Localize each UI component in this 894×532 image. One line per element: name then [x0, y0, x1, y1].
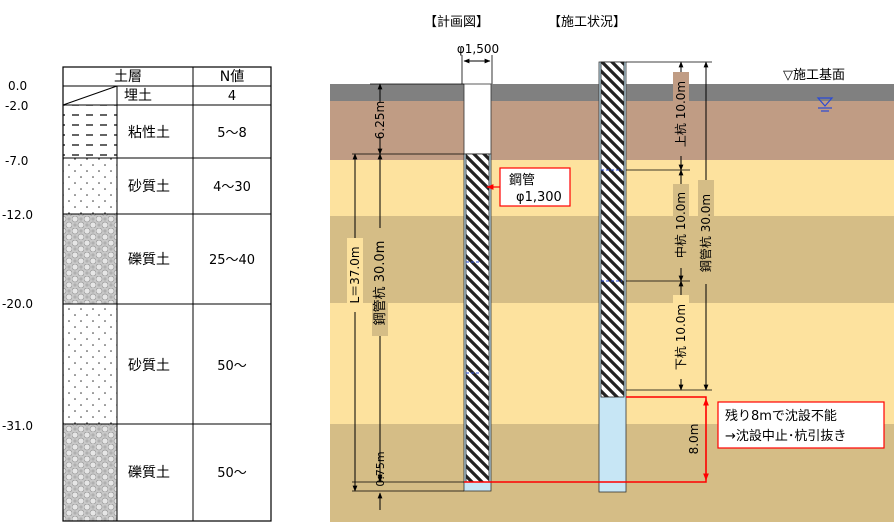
soil-row-1-n: 4 [228, 89, 236, 104]
plan-075-label: 0.75m [374, 451, 387, 486]
gravel-pattern-upper [63, 214, 117, 304]
soil-table: 0.0 -2.0 -7.0 -12.0 -20.0 -31.0 土層 N値 埋土… [2, 66, 272, 522]
soil-row-4-n: 25～40 [209, 253, 255, 268]
soil-row-5-name: 砂質土 [128, 358, 170, 374]
depth-label-5: -31.0 [2, 419, 33, 433]
plan-625-label: 6.25m [373, 101, 387, 139]
remaining-label: 8.0m [687, 424, 701, 455]
soil-row-1-name: 埋土 [124, 88, 152, 104]
status-upper-label: 上杭 10.0m [673, 81, 688, 147]
depth-label-2: -7.0 [5, 154, 28, 168]
depth-label-1: -2.0 [5, 99, 28, 113]
table-border [62, 66, 272, 522]
status-title: 【施工状況】 [548, 15, 626, 30]
sand-pattern-lower [63, 304, 117, 424]
header-n-value: N値 [220, 69, 244, 85]
note-line-1: 残り8mで沈設不能 [725, 408, 837, 424]
soil-row-4-name: 礫質土 [128, 252, 170, 268]
soil-row-3-n: 4～30 [213, 180, 251, 195]
sand-pattern-upper [63, 158, 117, 214]
note-line-2: →沈設中止･杭引抜き [725, 428, 846, 444]
plan-steel-label: 鋼管杭 30.0m [373, 241, 388, 326]
fill-diagonal [62, 85, 118, 106]
depth-label-3: -12.0 [2, 208, 33, 222]
soil-row-2-name: 粘性土 [128, 125, 170, 141]
soil-row-2-n: 5～8 [217, 126, 247, 141]
status-lower-label: 下杭 10.0m [673, 304, 688, 370]
plan-casing-top [463, 83, 492, 155]
soil-row-5-n: 50～ [217, 359, 247, 374]
steel-pipe-callout-line1: 鋼管 [509, 173, 535, 188]
ground-base-label: ▽施工基面 [783, 68, 845, 83]
status-pile: 上杭 10.0m 中杭 10.0m 下杭 10.0m 鋼管杭 30.0m 8.0… [464, 61, 885, 493]
status-middle-label: 中杭 10.0m [673, 192, 688, 258]
plan-total-label: L＝37.0m [348, 246, 362, 303]
soil-row-6-n: 50～ [217, 466, 247, 481]
plan-steel-pipe [465, 153, 490, 483]
plan-diameter-label: φ1,500 [457, 42, 499, 56]
plan-pile: φ1,500 L＝37.0m 6.25m 鋼管杭 30.0m 0.75m [347, 42, 571, 510]
steel-pipe-callout-line2: φ1,300 [516, 190, 562, 205]
header-soil-layer: 土層 [114, 69, 142, 85]
sinking-failure-note [717, 401, 885, 449]
gravel-pattern-lower [63, 424, 117, 521]
clay-pattern [63, 105, 117, 158]
water-level-icon [816, 97, 834, 112]
depth-label-4: -20.0 [2, 297, 33, 311]
soil-row-6-name: 礫質土 [128, 465, 170, 481]
depth-label-0: 0.0 [8, 79, 27, 93]
soil-row-3-name: 砂質土 [128, 179, 170, 195]
status-steel-pipe [600, 61, 625, 398]
plan-title: 【計画図】 [424, 14, 489, 30]
status-steel-total-label: 鋼管杭 30.0m [698, 194, 713, 272]
